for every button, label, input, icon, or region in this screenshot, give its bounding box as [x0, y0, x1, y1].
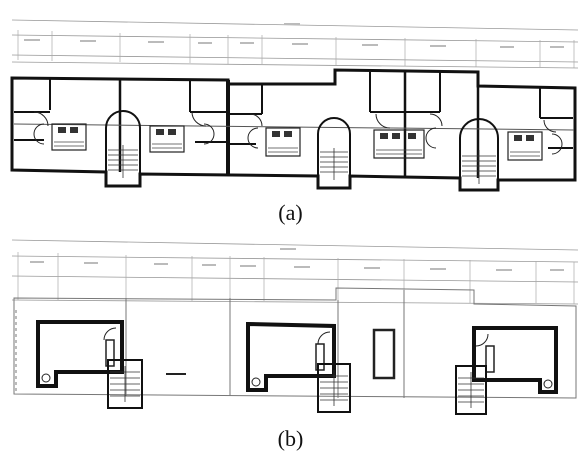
plan-b-core-details: [41, 327, 553, 389]
caption-a: (a): [278, 200, 303, 225]
plan-a-door-swings: [33, 111, 563, 155]
plan-b-cores: [36, 320, 558, 394]
plan-b-stairs: [107, 359, 487, 415]
plan-a-stair-cores: [105, 110, 499, 190]
plan-b-dimension-lines: [11, 239, 579, 305]
plan-a-interior-walls: [13, 72, 575, 178]
plan-a-walls: [10, 68, 577, 192]
plan-a-bathrooms: [51, 123, 543, 161]
caption-b: (b): [277, 426, 304, 451]
plan-a-dimension-lines: [11, 19, 579, 69]
